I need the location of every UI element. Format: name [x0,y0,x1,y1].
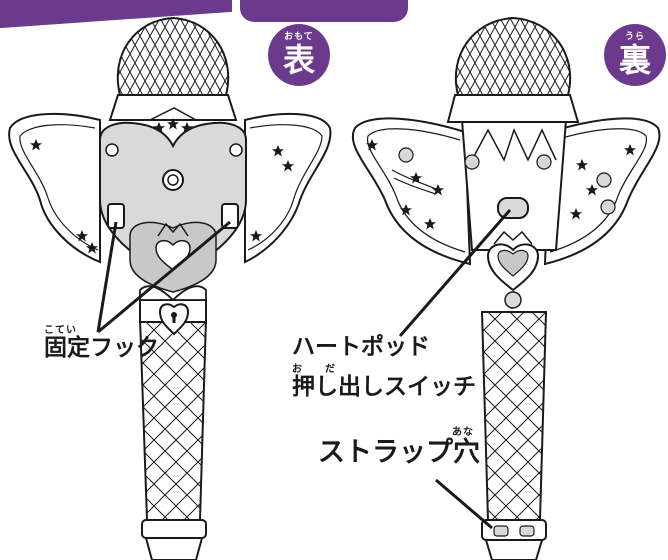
front-fixing-hook-right [221,203,239,229]
front-mic-head [116,16,230,96]
strap-hole [481,519,547,541]
callout-heart-pod: ハートポッド [292,336,430,359]
back-microphone [352,16,661,560]
leader-push-switch [398,209,512,337]
back-badge: うら 裏 [604,24,666,86]
back-right-wing [543,117,661,266]
callout-fixing-hook: こてい 固定フック [44,326,159,360]
leader-lines [96,209,512,530]
callout-strap-hole: あな ストラップ穴 [318,427,480,468]
front-microphone [8,16,332,560]
header-tab-right [240,0,408,22]
callout-strap-hole-label: ストラップ穴 [318,437,480,468]
back-badge-label: 裏 [618,41,651,79]
leader-strap-hole [435,478,493,530]
callout-strap-hole-ruby: あな [452,427,474,438]
leader-fixing-hook-right [97,220,231,334]
back-handle [480,311,548,521]
callout-fixing-hook-ruby: こてい [44,325,77,336]
front-badge-label: 表 [282,41,315,79]
back-mic-head [454,16,572,96]
back-left-wing [352,117,472,266]
leader-fixing-hook-left [96,221,118,333]
callout-fixing-hook-label: 固定フック [44,335,159,361]
callout-push-switch: お だ 押し出しスイッチ [292,365,476,399]
front-badge: おもて 表 [268,24,330,86]
callout-heart-pod-line1: ハートポッド [292,334,430,360]
callout-push-switch-label: 押し出しスイッチ [292,374,476,400]
back-badge-ruby: うら [624,32,645,42]
front-right-wing [244,112,332,264]
front-badge-ruby: おもて [284,32,314,42]
callout-push-switch-ruby: お だ [292,364,336,375]
heart-pod-push-switch [497,197,529,219]
front-left-wing [8,112,101,264]
